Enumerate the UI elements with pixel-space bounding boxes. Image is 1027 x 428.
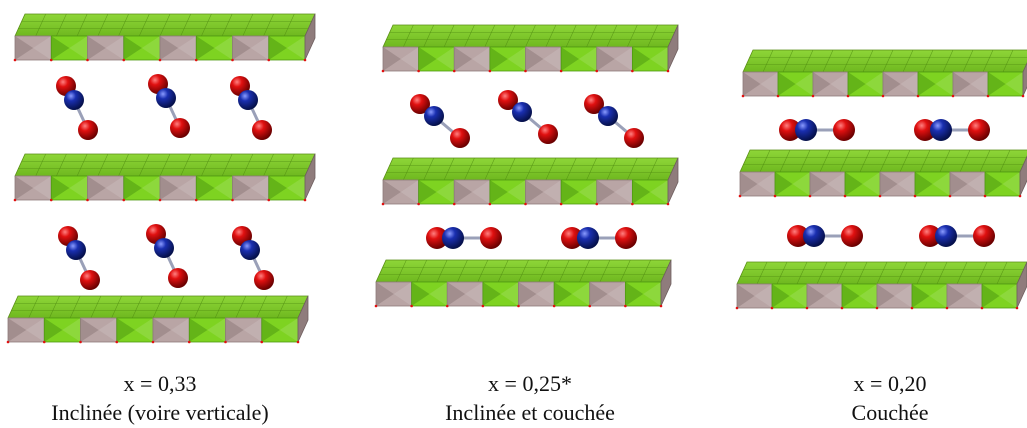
oxygen-atom: [624, 128, 644, 148]
nitrogen-atom: [240, 240, 260, 260]
no2-tilted-molecule-icon: [56, 76, 98, 140]
no2-tilted-molecule-icon: [58, 226, 100, 290]
nitrogen-atom: [442, 227, 464, 249]
panel-1-label: Inclinée (voire verticale): [51, 400, 269, 425]
nitrogen-atom: [577, 227, 599, 249]
oxygen-atom: [968, 119, 990, 141]
oxygen-atom: [480, 227, 502, 249]
panel-2-slab-top: [381, 24, 679, 73]
nitrogen-atom: [64, 90, 84, 110]
oxygen-atom: [252, 120, 272, 140]
nitrogen-atom: [66, 240, 86, 260]
no2-tilted-molecule-icon: [584, 94, 644, 148]
nitrogen-atom: [930, 119, 952, 141]
oxygen-atom: [538, 124, 558, 144]
layered-structure-diagram: [6, 13, 1027, 344]
no2-tilted-molecule-icon: [230, 76, 272, 140]
oxygen-atom: [498, 90, 518, 110]
panel-3-slab-bottom: [735, 261, 1027, 310]
oxygen-atom: [426, 227, 448, 249]
no2-lying-molecule-icon: [561, 227, 637, 249]
panel-1-value: x = 0,33: [123, 371, 197, 396]
nitrogen-atom: [935, 225, 957, 247]
nitrogen-atom: [803, 225, 825, 247]
oxygen-atom: [615, 227, 637, 249]
panel-3-slab-top: [741, 49, 1027, 98]
panel-3-value: x = 0,20: [853, 371, 927, 396]
oxygen-atom: [833, 119, 855, 141]
oxygen-atom: [170, 118, 190, 138]
panel-3-label: Couchée: [851, 400, 929, 425]
no2-lying-molecule-icon: [914, 119, 990, 141]
oxygen-atom: [584, 94, 604, 114]
panel-1-slab-top: [13, 13, 316, 62]
oxygen-atom: [80, 270, 100, 290]
oxygen-atom: [779, 119, 801, 141]
no2-lying-molecule-icon: [787, 225, 863, 247]
oxygen-atom: [787, 225, 809, 247]
oxygen-atom: [168, 268, 188, 288]
panel-2-slab-middle: [381, 157, 679, 206]
oxygen-atom: [254, 270, 274, 290]
nitrogen-atom: [795, 119, 817, 141]
oxygen-atom: [410, 94, 430, 114]
oxygen-atom: [450, 128, 470, 148]
panel-1-slab-bottom: [6, 295, 309, 344]
panel-2-value: x = 0,25*: [488, 371, 572, 396]
oxygen-atom: [914, 119, 936, 141]
panel-2-slab-bottom: [374, 259, 672, 308]
oxygen-atom: [561, 227, 583, 249]
oxygen-atom: [919, 225, 941, 247]
nitrogen-atom: [598, 106, 618, 126]
nitrogen-atom: [512, 102, 532, 122]
nitrogen-atom: [424, 106, 444, 126]
panel-3-slab-middle: [738, 149, 1027, 198]
no2-tilted-molecule-icon: [146, 224, 188, 288]
panel-1-slab-middle: [13, 153, 316, 202]
no2-tilted-molecule-icon: [232, 226, 274, 290]
no2-tilted-molecule-icon: [410, 94, 470, 148]
panel-2-label: Inclinée et couchée: [445, 400, 615, 425]
oxygen-atom: [973, 225, 995, 247]
oxygen-atom: [841, 225, 863, 247]
no2-lying-molecule-icon: [426, 227, 502, 249]
no2-lying-molecule-icon: [779, 119, 855, 141]
nitrogen-atom: [238, 90, 258, 110]
no2-tilted-molecule-icon: [148, 74, 190, 138]
nitrogen-atom: [156, 88, 176, 108]
oxygen-atom: [78, 120, 98, 140]
no2-tilted-molecule-icon: [498, 90, 558, 144]
nitrogen-atom: [154, 238, 174, 258]
no2-lying-molecule-icon: [919, 225, 995, 247]
